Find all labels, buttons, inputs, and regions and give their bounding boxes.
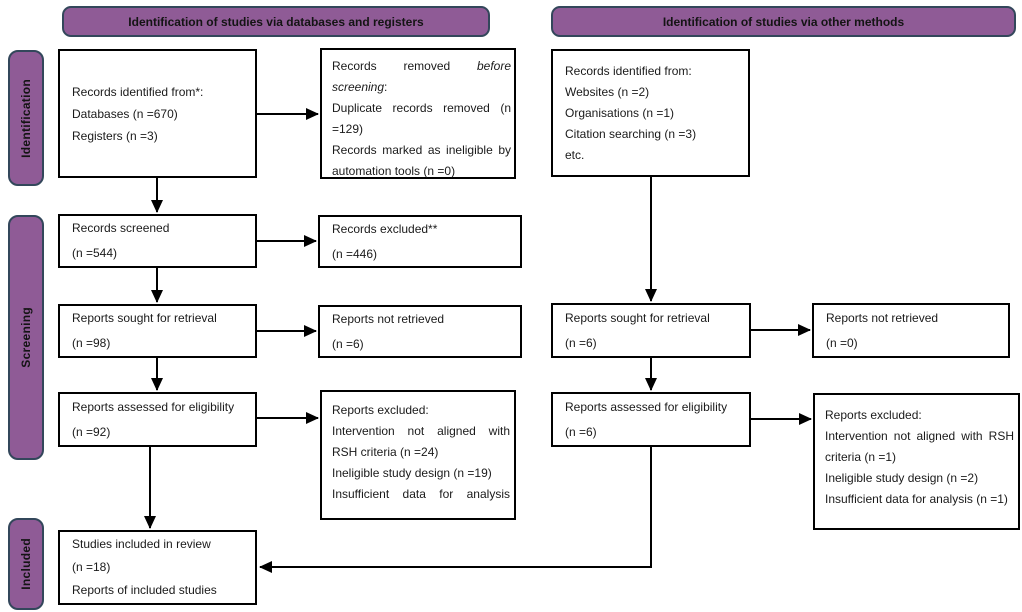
box-line: (n =6)	[332, 336, 364, 351]
box-item: Insufficient data for analysis (n =1)	[825, 492, 1008, 506]
box-records-identified-other: Records identified from: Websites (n =2)…	[551, 49, 750, 177]
box-line: Reports not retrieved	[826, 310, 939, 325]
box-reports-not-retrieved-databases: Reports not retrieved (n =6)	[318, 305, 522, 358]
box-item: Websites (n =2)	[565, 84, 650, 99]
box-line: Reports not retrieved	[332, 311, 445, 326]
box-title: Reports excluded:	[332, 403, 429, 417]
stage-pill-screening: Screening	[8, 215, 44, 460]
box-line: (n =446)	[332, 246, 378, 261]
box-line: Reports sought for retrieval	[565, 310, 710, 325]
intro-colon: :	[384, 80, 388, 94]
box-reports-not-retrieved-other: Reports not retrieved (n =0)	[812, 303, 1010, 358]
intro-normal: Records removed	[332, 59, 477, 73]
box-item: Insufficient data for analysis	[332, 487, 510, 501]
box-line: (n =6)	[565, 335, 597, 350]
box-line: (n =6)	[565, 424, 597, 439]
box-item: Organisations (n =1)	[565, 105, 675, 120]
stage-pill-included: Included	[8, 518, 44, 610]
box-item: Duplicate records removed (n =129)	[332, 101, 511, 136]
box-line: (n =98)	[72, 336, 111, 350]
box-records-identified-databases: Records identified from*: Databases (n =…	[58, 49, 257, 178]
box-title: Records removed before screening:	[332, 56, 511, 98]
stage-pill-screening-label: Screening	[19, 307, 33, 368]
header-other-methods-label: Identification of studies via other meth…	[662, 14, 905, 29]
box-line: (n =0)	[826, 335, 858, 350]
box-item: Ineligible study design (n =2)	[825, 471, 979, 485]
box-item: Databases (n =670)	[72, 106, 178, 121]
box-studies-included: Studies included in review (n =18) Repor…	[58, 530, 257, 605]
box-item: Intervention not aligned with RSH criter…	[825, 429, 1014, 464]
box-reports-excluded-databases: Reports excluded: Intervention not align…	[320, 390, 516, 520]
header-databases-registers-label: Identification of studies via databases …	[128, 14, 424, 29]
box-title: Records identified from:	[565, 63, 692, 78]
box-line: (n =92)	[72, 424, 111, 439]
box-item: Intervention not aligned with RSH criter…	[332, 424, 510, 459]
box-reports-assessed-databases: Reports assessed for eligibility (n =92)	[58, 392, 257, 447]
box-item: Registers (n =3)	[72, 128, 158, 143]
box-reports-excluded-other: Reports excluded: Intervention not align…	[813, 393, 1020, 530]
stage-pill-identification: Identification	[8, 50, 44, 186]
box-line: Studies included in review	[72, 537, 211, 551]
box-records-removed-before-screening: Records removed before screening: Duplic…	[320, 48, 516, 179]
box-item: etc.	[565, 147, 585, 162]
box-line: Reports sought for retrieval	[72, 311, 217, 325]
box-title: Records identified from*:	[72, 84, 204, 99]
stage-pill-included-label: Included	[19, 538, 33, 590]
box-line: Records excluded**	[332, 221, 438, 236]
box-line: Reports of included studies	[72, 583, 217, 597]
header-other-methods: Identification of studies via other meth…	[551, 6, 1016, 37]
header-databases-registers: Identification of studies via databases …	[62, 6, 490, 37]
box-line: Records screened	[72, 221, 170, 235]
intro-italic: before screening	[332, 59, 511, 94]
box-title: Reports excluded:	[825, 408, 922, 422]
box-line: (n =544)	[72, 246, 118, 260]
box-item: Citation searching (n =3)	[565, 126, 697, 141]
box-reports-sought-databases: Reports sought for retrieval (n =98)	[58, 304, 257, 358]
box-item: Ineligible study design (n =19)	[332, 466, 492, 480]
box-records-screened: Records screened (n =544)	[58, 214, 257, 268]
box-line: Reports assessed for eligibility	[72, 399, 235, 414]
box-reports-sought-other: Reports sought for retrieval (n =6)	[551, 303, 751, 358]
box-reports-assessed-other: Reports assessed for eligibility (n =6)	[551, 392, 751, 447]
stage-pill-identification-label: Identification	[19, 78, 33, 158]
box-line: (n =18)	[72, 560, 111, 574]
box-line: Reports assessed for eligibility	[565, 399, 728, 414]
box-records-excluded: Records excluded** (n =446)	[318, 215, 522, 268]
box-item: Records marked as ineligible by automati…	[332, 143, 511, 178]
